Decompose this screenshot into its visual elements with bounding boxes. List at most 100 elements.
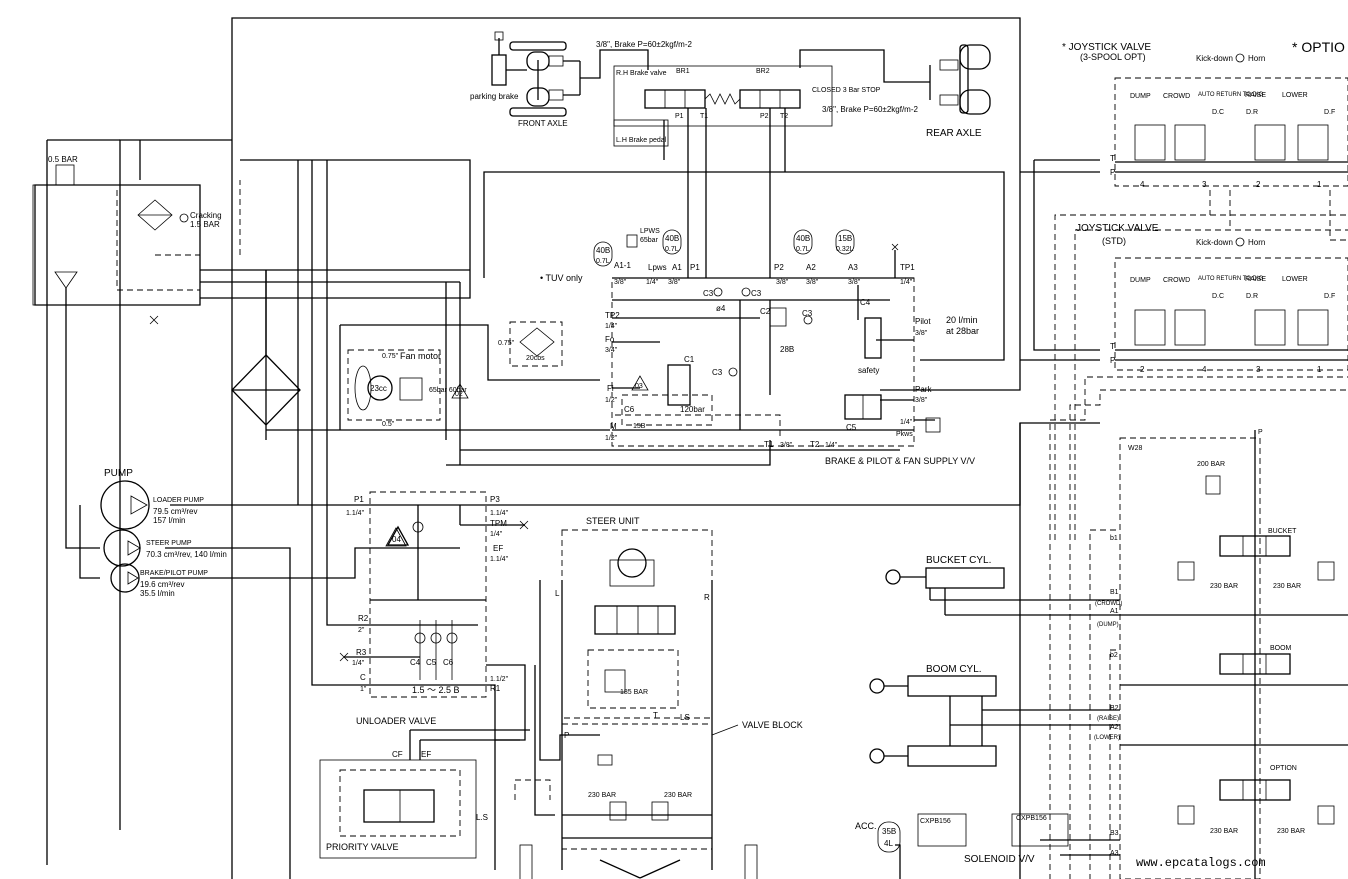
brake-disp-label: 19.6 cm³/rev	[140, 580, 184, 589]
crowd-label-a: CROWD	[1163, 93, 1190, 100]
closed-stop-label: CLOSED 3 Bar STOP	[812, 87, 881, 94]
q38-label-a: 3/8"	[614, 279, 627, 286]
horn-label-a: Horn	[1248, 54, 1265, 63]
acc-15b-label: 15B	[838, 234, 852, 243]
c5-label: C5	[846, 423, 857, 432]
uv-tpm-label: TPM	[490, 519, 507, 528]
dr-label-a: D.R	[1246, 109, 1258, 116]
jt-label-a: T	[1110, 154, 1115, 163]
fan-05-label: 0.5"	[382, 421, 395, 428]
q14-label-b: 1/4"	[900, 279, 913, 286]
a2-mcv-label: A2	[1110, 724, 1119, 731]
a1-label: A1	[672, 263, 682, 272]
uv-c-label: C	[360, 673, 366, 682]
unloader-valve: P1 1.1/4" P3 1.1/4" TPM 1/4" EF 1.1/4" R…	[339, 491, 529, 726]
b230a-label: 230 BAR	[588, 792, 616, 799]
q38-label-e: 3/8"	[848, 279, 861, 286]
pumps: PUMP LOADER PUMP 79.5 cm³/rev 157 l/min …	[100, 468, 227, 598]
steer-pump-label: STEER PUMP	[146, 540, 192, 547]
n4-label-b: 4	[1202, 365, 1207, 374]
uv-ef-label: EF	[493, 544, 503, 553]
b15-label: 15B	[633, 423, 646, 430]
a3-mcv-label: A3	[1110, 850, 1119, 857]
tank-bar-label: 0.5 BAR	[48, 155, 78, 164]
supply-valve: A1-1 Lpws A1 P1 P2 A2 A3 TP1 3/8" 1/4" 3…	[498, 228, 979, 466]
priority-valve-label: PRIORITY VALVE	[326, 842, 399, 852]
uv-size-r3: 1/4"	[352, 660, 365, 667]
steer-spec-label: 70.3 cm³/rev, 140 l/min	[146, 550, 227, 559]
loader-flow-label: 157 l/min	[153, 516, 185, 525]
main-control-valve: W28 P 200 BAR BUCKET 230 BAR 230 BAR BOO…	[1094, 429, 1348, 879]
q38-label-h: 3/8"	[780, 442, 793, 449]
b230d-label: 230 BAR	[1273, 583, 1301, 590]
n4-label-a: 4	[1140, 180, 1145, 189]
c3-label-d: C3	[712, 368, 723, 377]
uv-c5-label: C5	[426, 658, 437, 667]
fan-cc-label: 23cc	[370, 384, 387, 393]
tank: 0.5 BAR Cracking 1.5 BAR	[32, 155, 222, 325]
p1-label: P1	[690, 263, 700, 272]
pilot-label: Pilot	[915, 317, 931, 326]
su-r-label: R	[704, 593, 710, 602]
lpws-port-label: Lpws	[648, 263, 667, 272]
t1-label: T1	[764, 440, 774, 449]
oil-cooler	[231, 270, 301, 426]
filter-label: 20cbs	[526, 355, 545, 362]
optio-label: * OPTIO	[1292, 39, 1345, 55]
b200-label: 200 BAR	[1197, 461, 1225, 468]
q14-label-a: 1/4"	[646, 279, 659, 286]
su-p-label: P	[564, 731, 569, 740]
a1-mcv-label: A1	[1110, 608, 1119, 615]
brake-line-right-label: 3/8", Brake P=60±2kgf/m-2	[822, 105, 918, 114]
steer-unit-label: STEER UNIT	[586, 516, 640, 526]
cylinders: BUCKET CYL. BOOM CYL.	[869, 555, 1005, 767]
dump-p-label: (DUMP)	[1097, 622, 1119, 628]
b230b-label: 230 BAR	[664, 792, 692, 799]
acc-35b-label: 35B	[882, 827, 896, 836]
m-label: M	[610, 422, 617, 431]
a1-1-label: A1-1	[614, 261, 631, 270]
uv-p1-label: P1	[354, 495, 364, 504]
loader-disp-label: 79.5 cm³/rev	[153, 507, 197, 516]
pilot-dashed-lines	[155, 180, 1348, 879]
kickdown-label-b: Kick-down	[1196, 238, 1233, 247]
fan-075-label-b: 0.75"	[498, 340, 515, 347]
lower-label-b: LOWER	[1282, 276, 1308, 283]
uv-size-p1: 1.1/4"	[346, 510, 365, 517]
brake-flow-label: 35.5 l/min	[140, 589, 175, 598]
uv-p3-label: P3	[490, 495, 500, 504]
mcv-w28-label: W28	[1128, 445, 1143, 452]
pilot-flow-label: 20 l/min	[946, 315, 978, 325]
lower-label-a: LOWER	[1282, 92, 1308, 99]
option-label: OPTION	[1270, 765, 1297, 772]
b120-label: 120bar	[680, 405, 705, 414]
q38-label-g: 3/8"	[915, 397, 928, 404]
acc-032l-label: 0.32L	[836, 246, 854, 253]
p2-top-label: P2	[760, 113, 769, 120]
df-label-a: D.F	[1324, 109, 1335, 116]
uv-c6-label: C6	[443, 658, 454, 667]
q38-label-c: 3/8"	[776, 279, 789, 286]
brake-pump-label: BRAKE/PILOT PUMP	[140, 570, 208, 577]
dc-label-a: D.C	[1212, 109, 1224, 116]
c1-label: C1	[684, 355, 695, 364]
brake-line-top-label: 3/8", Brake P=60±2kgf/m-2	[596, 40, 692, 49]
br1-label: BR1	[676, 68, 690, 75]
pv-ls-label: L.S	[476, 813, 488, 822]
acc-07l-b-label: 0.7L	[665, 246, 679, 253]
br2-label: BR2	[756, 68, 770, 75]
uv-size-c: 1"	[360, 686, 367, 693]
q38-label-f: 3/8"	[915, 330, 928, 337]
uv-size-r2: 2"	[358, 627, 365, 634]
cxpb156-b-label: CXPB156	[1016, 815, 1047, 822]
jt-label-b: T	[1110, 342, 1115, 351]
b230c-label: 230 BAR	[1210, 583, 1238, 590]
unloader-valve-label: UNLOADER VALVE	[356, 716, 436, 726]
cracking-label: Cracking	[190, 211, 222, 220]
b2-label: B2	[1110, 705, 1119, 712]
bucket-label: BUCKET	[1268, 528, 1297, 535]
fo-label: Fo	[605, 335, 615, 344]
n1-label-a: 1	[1317, 180, 1322, 189]
t1-top-label: T1	[700, 113, 708, 120]
